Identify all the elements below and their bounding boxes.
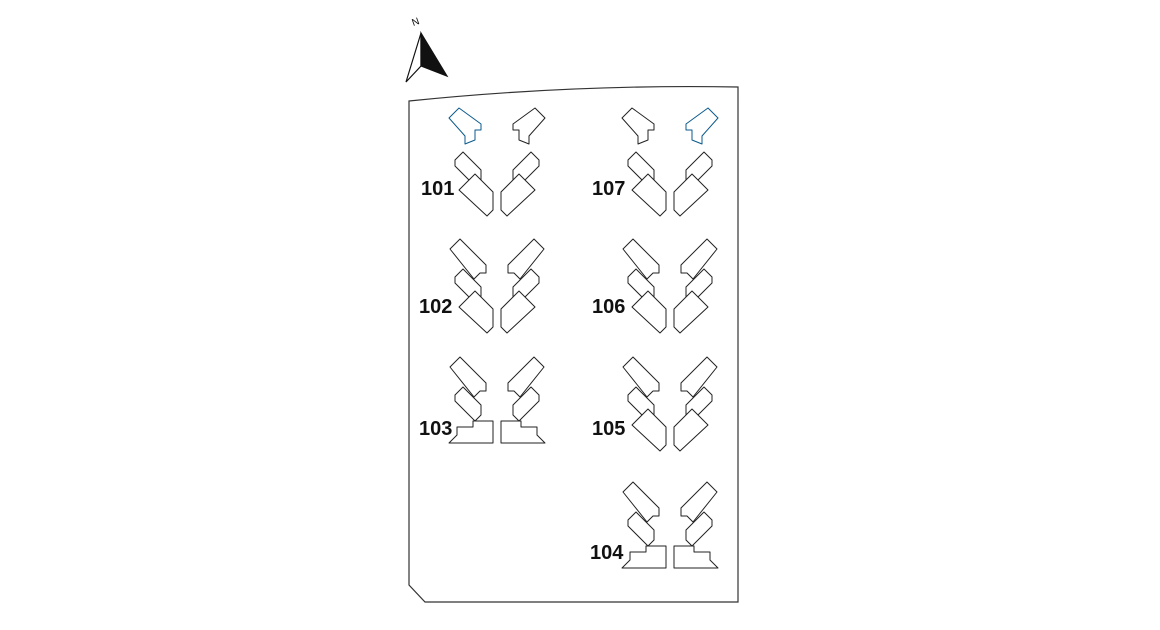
building-bottom-right [673, 173, 709, 217]
building-top-right [685, 107, 719, 145]
building-cluster-103 [448, 356, 546, 444]
building-bottom-right [673, 408, 709, 452]
building-bottom-right [500, 420, 546, 444]
building-top-left [622, 481, 660, 523]
building-top-right [512, 107, 546, 145]
building-mid-left [627, 511, 655, 547]
building-top-right [680, 356, 718, 398]
building-top-left [449, 238, 487, 280]
cluster-label-106: 106 [592, 296, 625, 318]
building-bottom-left [458, 290, 494, 334]
building-cluster-101 [448, 107, 546, 217]
cluster-label-107: 107 [592, 178, 625, 200]
building-cluster-105 [622, 356, 718, 452]
building-mid-left [454, 386, 482, 422]
cluster-label-103: 103 [419, 418, 452, 440]
cluster-label-105: 105 [592, 418, 625, 440]
cluster-label-104: 104 [590, 542, 624, 564]
building-cluster-107 [621, 107, 719, 217]
building-bottom-right [673, 290, 709, 334]
building-mid-right [512, 386, 540, 422]
building-bottom-left [631, 290, 667, 334]
cluster-label-101: 101 [421, 178, 454, 200]
building-mid-right [685, 511, 713, 547]
building-top-right [507, 356, 545, 398]
building-bottom-right [673, 545, 719, 569]
building-top-left [622, 238, 660, 280]
north-letter: N [411, 16, 422, 29]
building-cluster-102 [449, 238, 545, 334]
building-bottom-right [500, 173, 536, 217]
building-bottom-left [631, 408, 667, 452]
building-top-right [680, 481, 718, 523]
building-top-right [680, 238, 718, 280]
building-bottom-left [631, 173, 667, 217]
building-clusters [448, 107, 719, 569]
building-cluster-104 [621, 481, 719, 569]
building-top-left [448, 107, 482, 145]
building-bottom-right [500, 290, 536, 334]
cluster-label-102: 102 [419, 296, 452, 318]
building-cluster-106 [622, 238, 718, 334]
building-bottom-left [458, 173, 494, 217]
cluster-labels: 101 102 103 104 105 106 107 [419, 178, 625, 564]
building-top-left [621, 107, 655, 145]
building-top-left [449, 356, 487, 398]
site-boundary [408, 85, 739, 603]
building-bottom-left [448, 420, 494, 444]
north-arrow-icon [405, 30, 449, 83]
north-arrow: N [405, 16, 449, 83]
building-bottom-left [621, 545, 667, 569]
building-top-left [622, 356, 660, 398]
building-top-right [507, 238, 545, 280]
